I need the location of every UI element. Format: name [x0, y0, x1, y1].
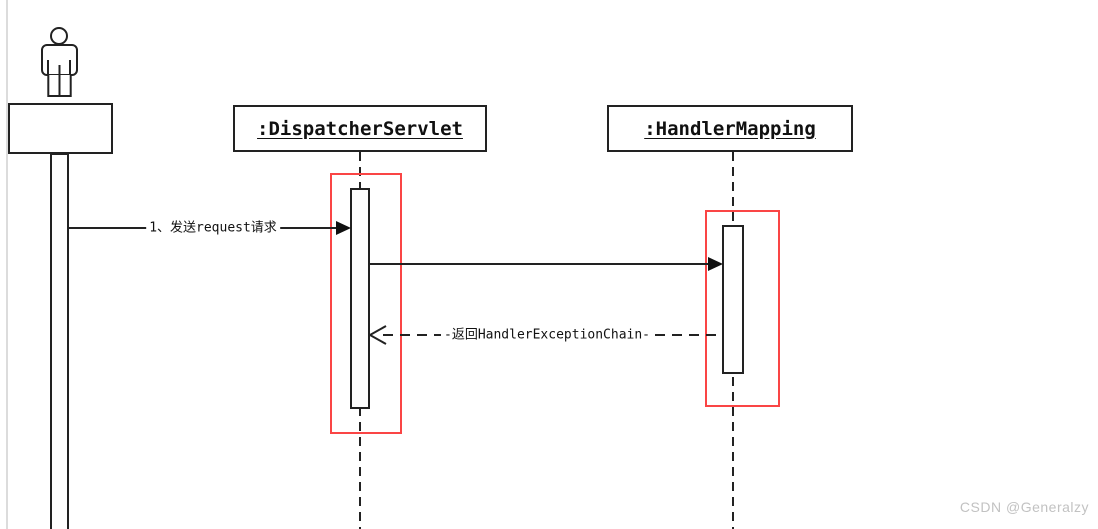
person-icon [41, 27, 78, 97]
watermark: CSDN @Generalzy [959, 499, 1089, 515]
message-1-label: 1、发送request请求 [146, 220, 280, 236]
handlermapping-activation-bar [722, 225, 744, 374]
message-1-arrowhead-icon [336, 221, 351, 235]
actor-activation-bar [50, 153, 69, 529]
message-2-arrowhead-icon [708, 257, 723, 271]
highlight-box-handlermapping [705, 210, 780, 407]
handlermapping-box: :HandlerMapping [607, 105, 853, 152]
highlight-box-dispatcherservlet [330, 173, 402, 434]
page-edge-line [6, 0, 8, 529]
dispatcherservlet-activation-bar [350, 188, 370, 409]
handlermapping-label: :HandlerMapping [644, 117, 816, 140]
actor-box [8, 103, 113, 154]
dispatcherservlet-label: :DispatcherServlet [257, 117, 463, 140]
dispatcherservlet-box: :DispatcherServlet [233, 105, 487, 152]
message-3-open-arrowhead-icon [367, 325, 387, 345]
message-3-label: -返回HandlerExceptionChain- [440, 327, 654, 343]
